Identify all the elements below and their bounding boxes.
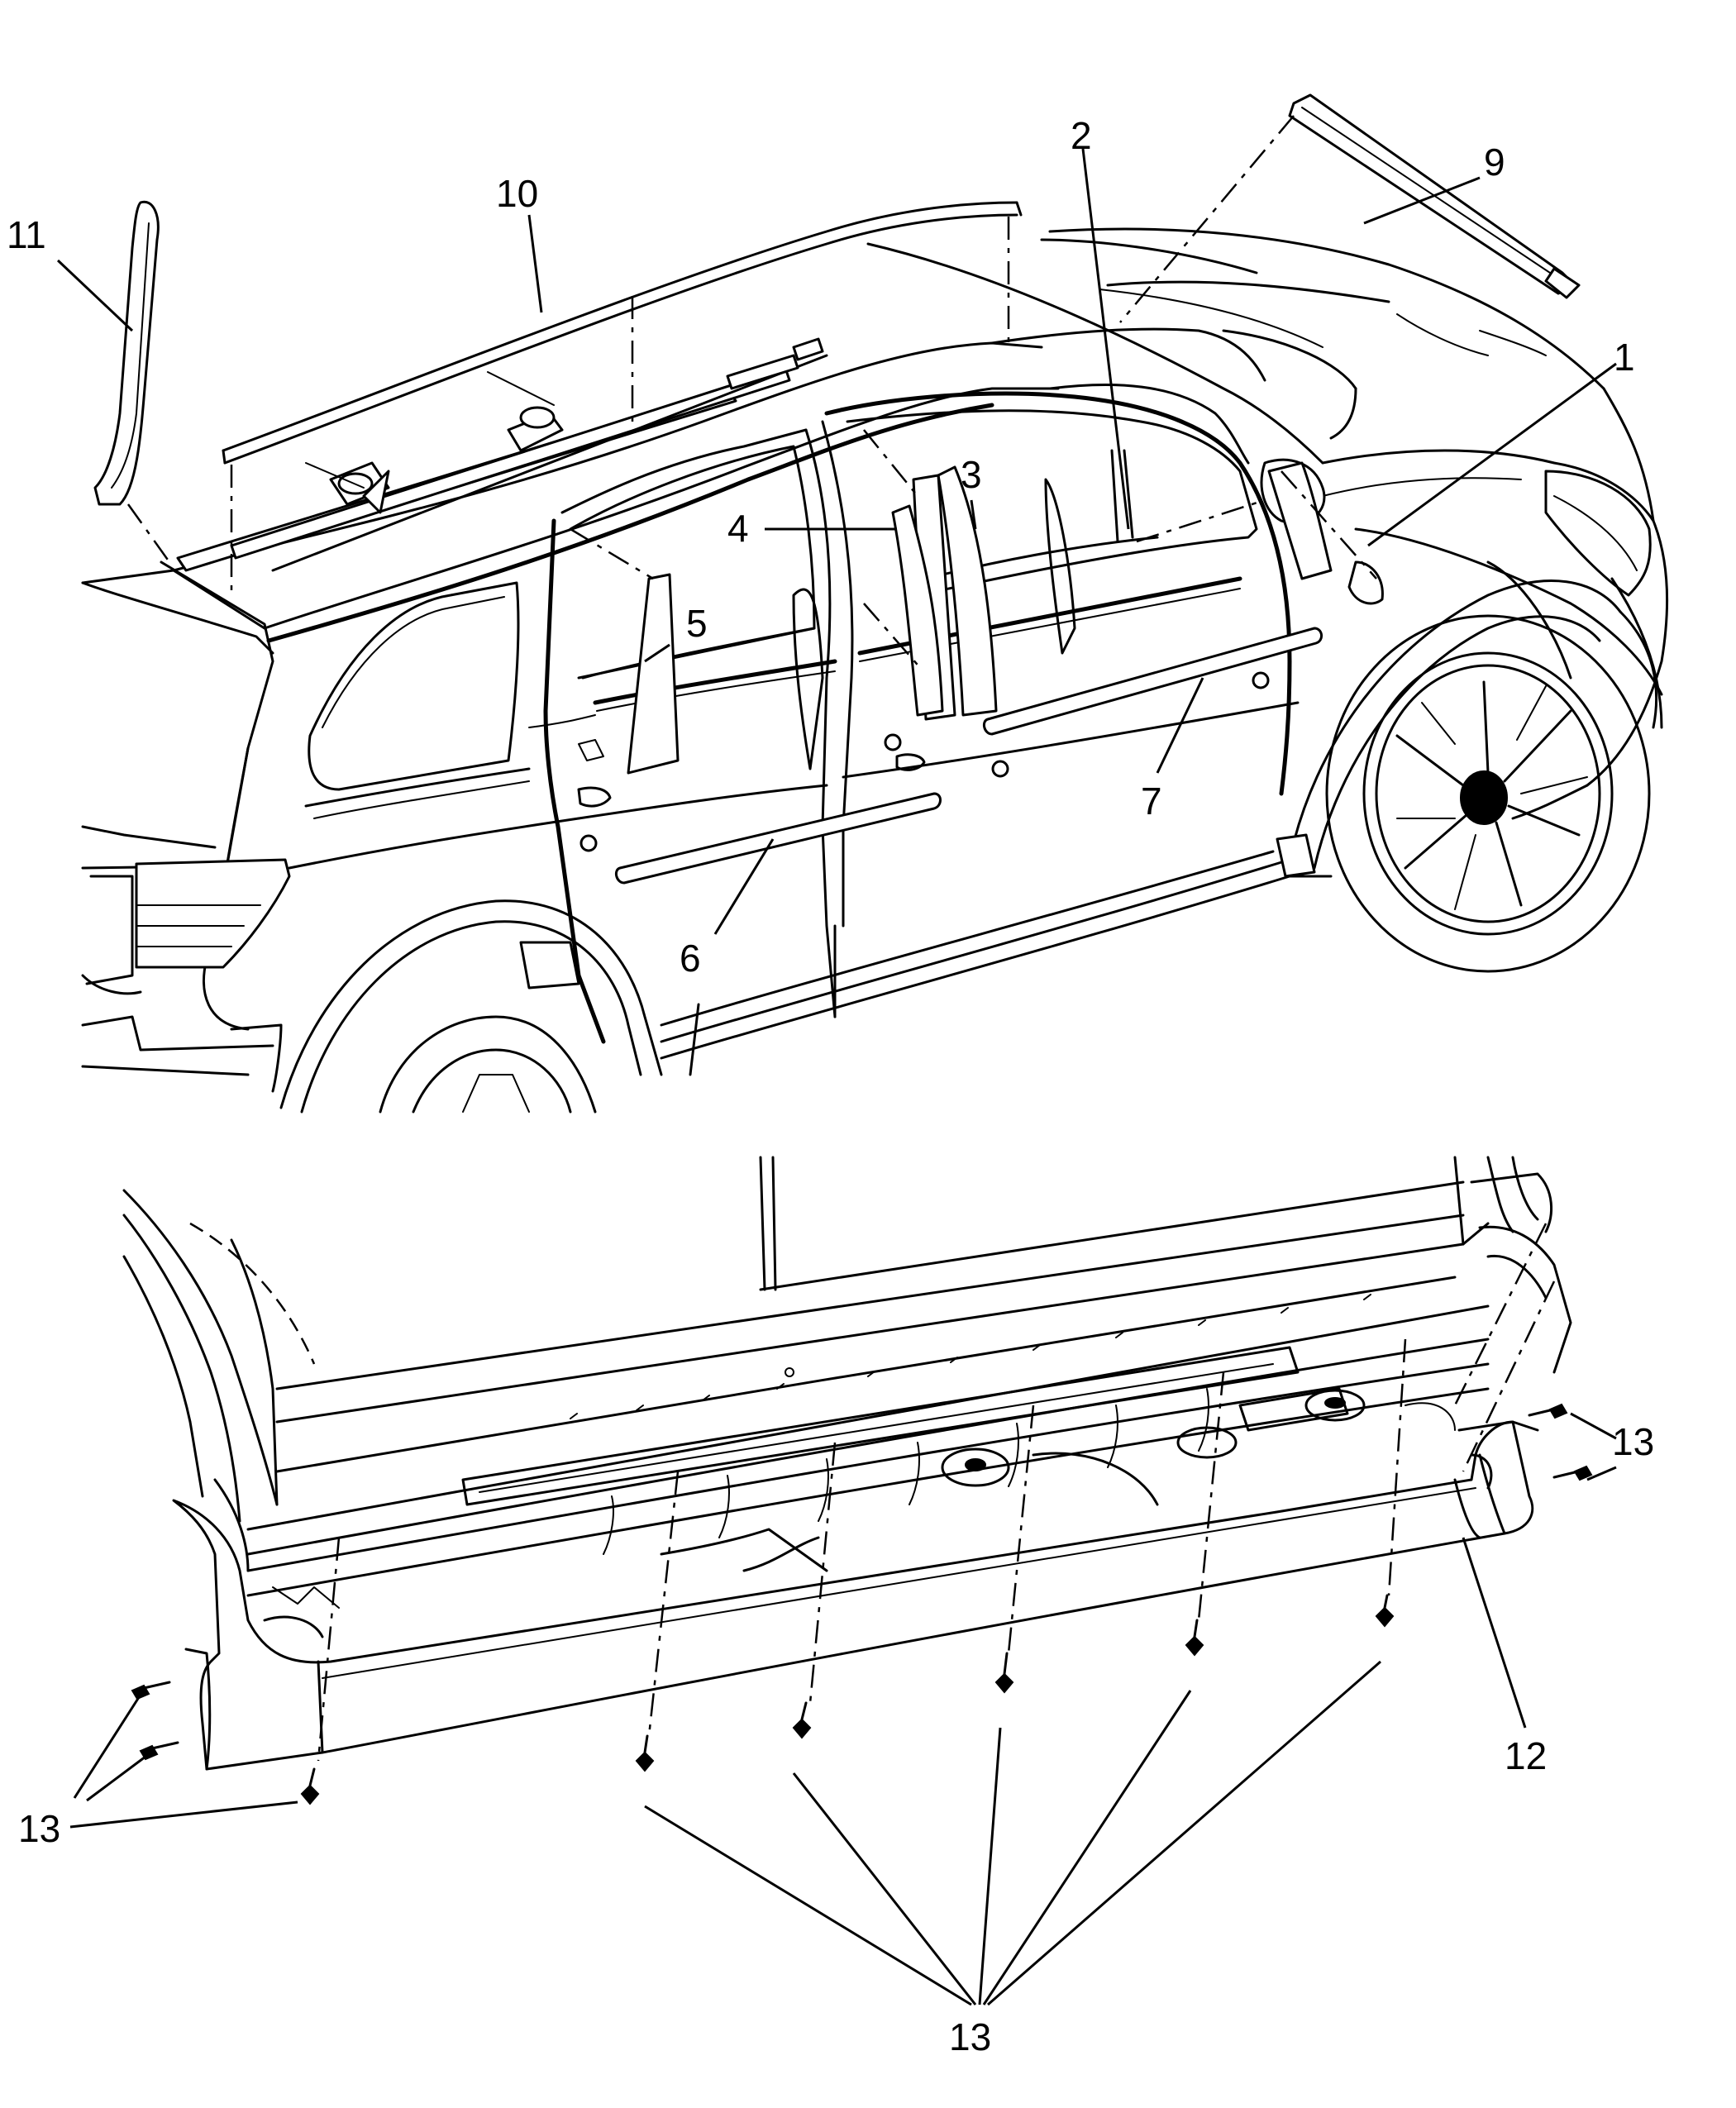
fastener-pin — [131, 1403, 1593, 1805]
callout-5: 5 — [686, 602, 708, 645]
callout-9: 9 — [1484, 141, 1505, 184]
callout-13-bottom: 13 — [949, 2015, 991, 2058]
rocker-lower-view — [122, 1156, 1593, 1805]
callout-labels: 1 2 3 4 5 6 7 9 10 11 12 13 13 13 — [7, 114, 1654, 2058]
callout-4: 4 — [727, 507, 749, 550]
callout-12: 12 — [1505, 1734, 1547, 1777]
callout-6: 6 — [680, 937, 701, 980]
callout-13-right: 13 — [1612, 1420, 1654, 1463]
callout-1: 1 — [1614, 336, 1635, 379]
callout-13-left: 13 — [18, 1807, 60, 1850]
callout-10: 10 — [496, 172, 538, 215]
callout-3: 3 — [961, 453, 982, 496]
vehicle-upper-view — [81, 93, 1669, 1114]
callout-11: 11 — [7, 213, 46, 256]
callout-7: 7 — [1141, 780, 1162, 823]
callout-2: 2 — [1071, 114, 1092, 157]
leader-lines — [56, 148, 1617, 2006]
